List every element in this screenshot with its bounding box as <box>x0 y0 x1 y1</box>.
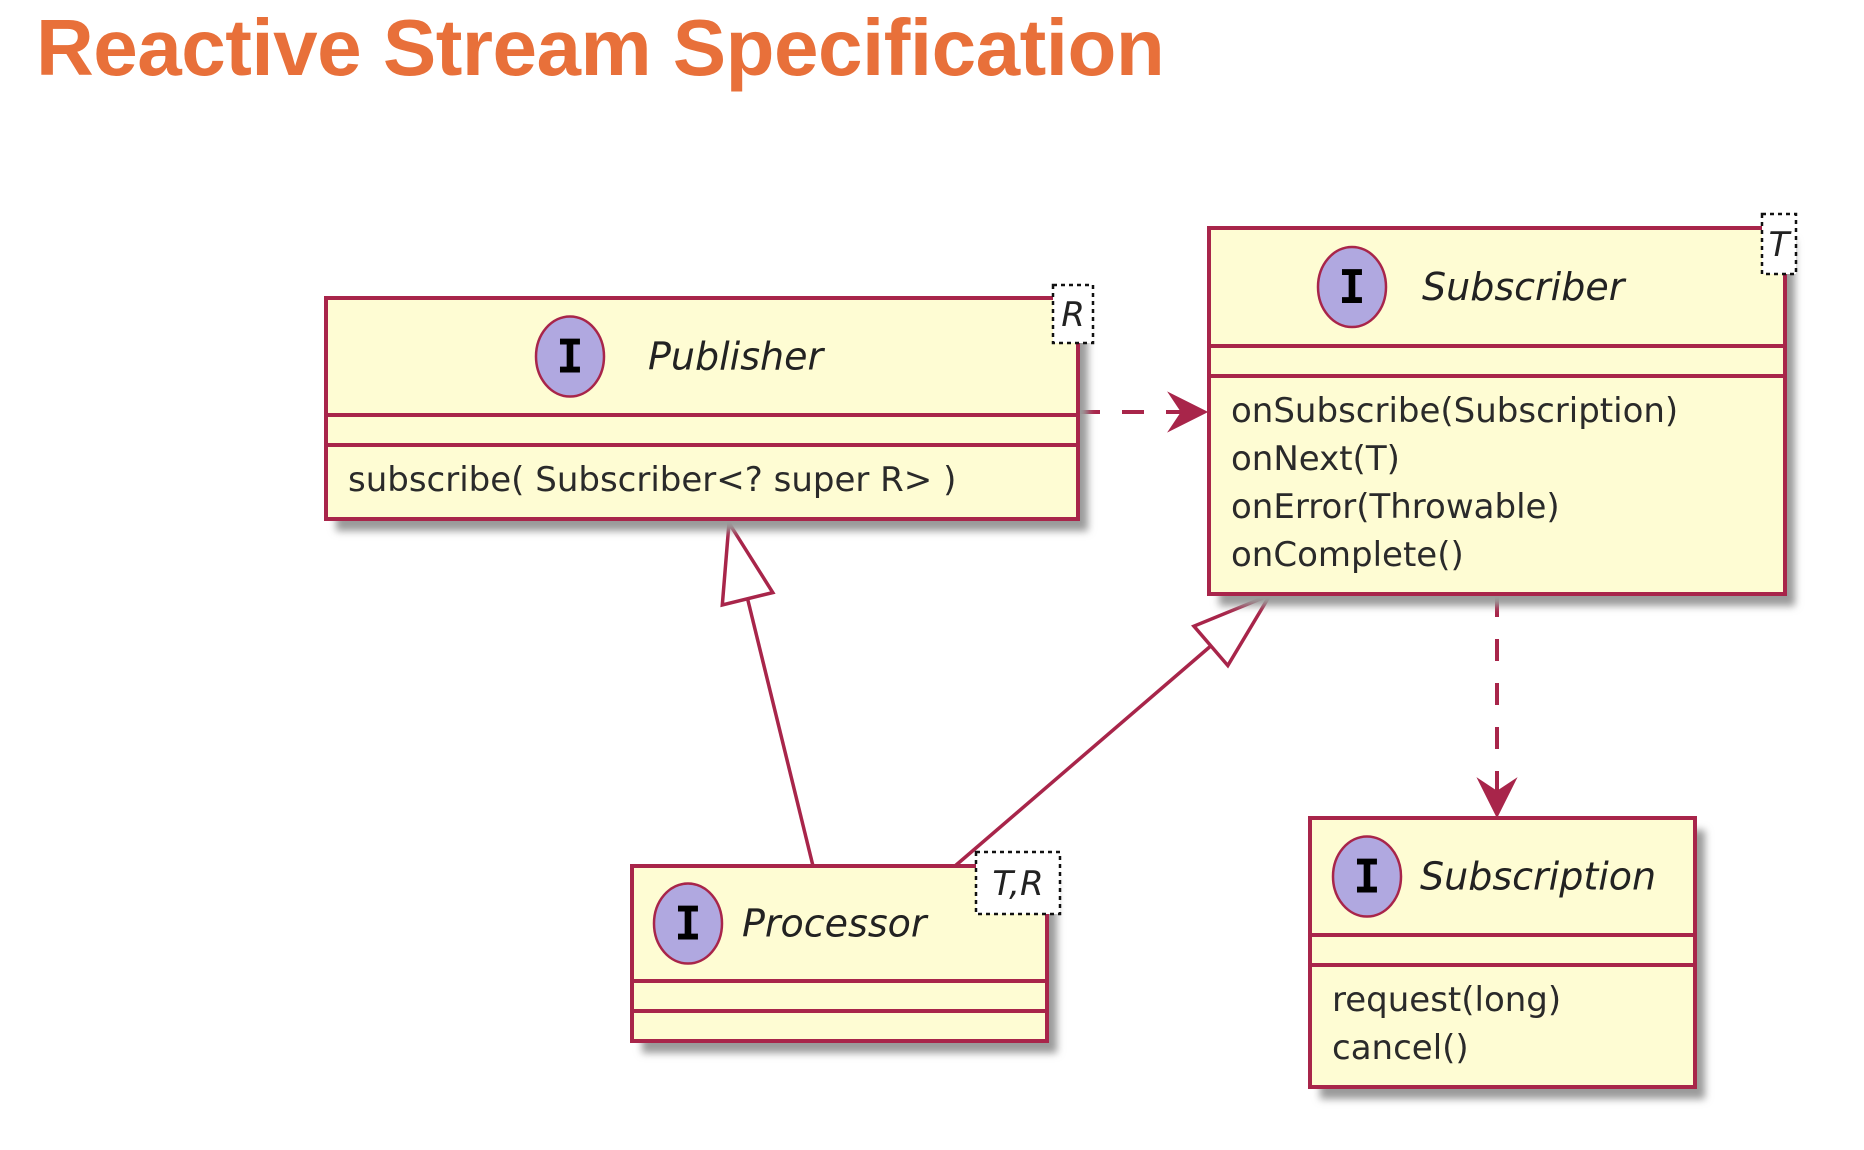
type-parameter-box <box>1760 212 1798 276</box>
interface-badge-glyph: I <box>1353 850 1381 904</box>
dependency-arrowhead-icon <box>1476 777 1518 819</box>
interface-name: Processor <box>742 902 929 946</box>
interface-badge-glyph: I <box>556 330 584 384</box>
inheritance-line <box>745 598 815 867</box>
relation-processor-to-publisher <box>720 517 815 867</box>
method: request(long) <box>1332 980 1561 1020</box>
method: onNext(T) <box>1231 439 1400 479</box>
method: onSubscribe(Subscription) <box>1231 391 1678 431</box>
relation-processor-to-subscriber <box>953 591 1275 868</box>
interface-badge-icon <box>1316 245 1388 329</box>
method: onError(Throwable) <box>1231 487 1560 527</box>
interface-box <box>324 296 1080 521</box>
interface-subscription[interactable]: I Subscription request(long) cancel() <box>1308 816 1705 1099</box>
type-parameter: T <box>1769 225 1792 265</box>
interface-badge-glyph: I <box>1338 260 1366 314</box>
relation-publisher-to-subscriber <box>1078 391 1209 433</box>
relations-layer <box>720 391 1518 868</box>
inheritance-line <box>953 644 1213 868</box>
page-title: Reactive Stream Specification <box>36 3 1165 92</box>
interface-processor[interactable]: I Processor T,R <box>630 850 1062 1053</box>
relation-subscriber-to-subscription <box>1476 595 1518 819</box>
method: onComplete() <box>1231 535 1464 575</box>
type-parameter-box <box>1051 283 1095 345</box>
interface-badge-icon <box>534 315 606 398</box>
interface-box <box>1207 226 1787 596</box>
interface-badge-icon <box>652 882 724 965</box>
method: cancel() <box>1332 1028 1469 1068</box>
interface-badge-glyph: I <box>674 897 702 951</box>
dependency-arrowhead-icon <box>1167 391 1209 433</box>
inheritance-arrowhead-icon <box>1191 591 1275 669</box>
inheritance-arrowhead-icon <box>720 517 776 608</box>
interface-name: Subscription <box>1420 855 1656 899</box>
interface-name: Publisher <box>648 335 825 379</box>
method: subscribe( Subscriber<? super R> ) <box>348 460 956 500</box>
interface-badge-icon <box>1331 835 1403 918</box>
interface-name: Subscriber <box>1422 265 1627 309</box>
type-parameter-box <box>974 850 1062 916</box>
type-parameter: R <box>1061 295 1085 335</box>
type-parameter: T,R <box>992 864 1043 904</box>
